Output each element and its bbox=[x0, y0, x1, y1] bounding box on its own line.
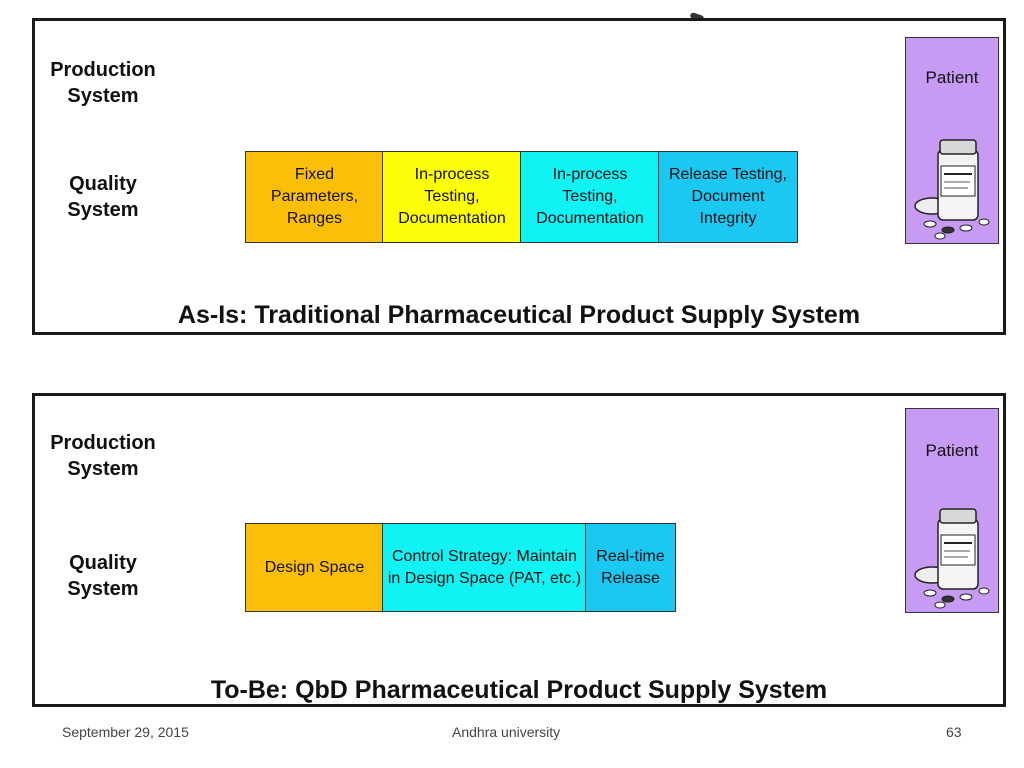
quality-box-fixed-parameters: Fixed Parameters, Ranges bbox=[245, 151, 384, 243]
patient-box: Patient bbox=[905, 408, 999, 613]
quality-box-inprocess-testing-1: In-process Testing, Documentation bbox=[382, 151, 522, 243]
quality-system-label: Quality System bbox=[67, 173, 139, 221]
quality-box-control-strategy: Control Strategy: Maintain in Design Spa… bbox=[382, 523, 587, 612]
to-be-panel: Production System Quality System Design … bbox=[32, 393, 1006, 707]
production-system-label: Production System bbox=[50, 59, 156, 107]
medicine-bottle-icon bbox=[914, 139, 990, 240]
patient-label: Patient bbox=[925, 441, 979, 460]
as-is-panel: Production System Quality System Fixed P… bbox=[32, 18, 1006, 335]
medicine-bottle-icon bbox=[914, 508, 990, 609]
footer-center-text: Andhra university bbox=[452, 724, 561, 740]
to-be-title: To-Be: QbD Pharmaceutical Product Supply… bbox=[210, 676, 828, 704]
quality-system-label: Quality System bbox=[67, 552, 139, 600]
as-is-title: As-Is: Traditional Pharmaceutical Produc… bbox=[177, 301, 861, 329]
quality-box-release-testing: Release Testing, Document Integrity bbox=[658, 151, 798, 243]
footer-date: September 29, 2015 bbox=[62, 724, 189, 740]
footer-page-number: 63 bbox=[946, 724, 962, 740]
production-system-label: Production System bbox=[50, 432, 156, 480]
quality-box-real-time-release: Real-time Release bbox=[585, 523, 676, 612]
patient-label: Patient bbox=[925, 68, 979, 87]
quality-box-inprocess-testing-2: In-process Testing, Documentation bbox=[520, 151, 660, 243]
patient-box: Patient bbox=[905, 37, 999, 244]
quality-box-design-space: Design Space bbox=[245, 523, 384, 612]
